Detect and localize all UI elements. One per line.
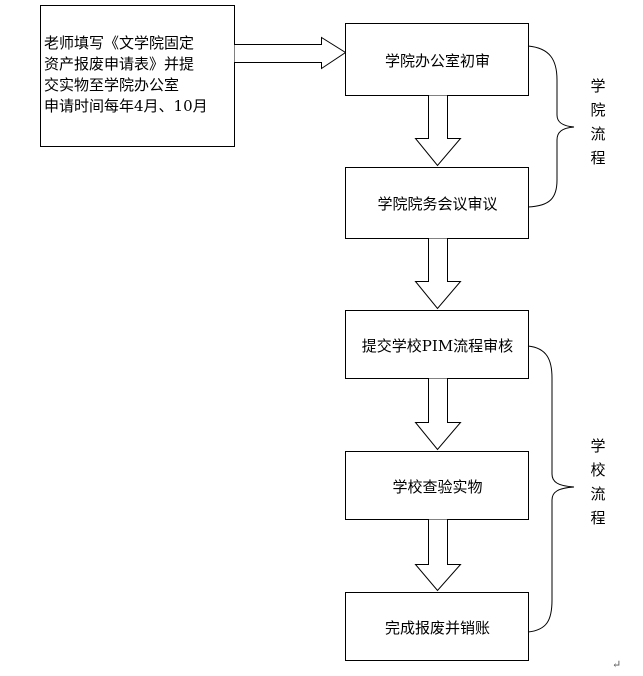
school-process-label: 学 校 流 程 <box>588 434 608 530</box>
start-line-1: 老师填写《文学院固定 <box>44 34 195 52</box>
start-line-3: 交实物至学院办公室 <box>44 76 180 94</box>
school-label-char-2: 校 <box>590 461 606 479</box>
down-arrow-3 <box>414 378 462 451</box>
college-label-char-1: 学 <box>590 77 606 95</box>
college-process-label: 学 院 流 程 <box>588 74 608 170</box>
school-label-char-4: 程 <box>590 509 606 527</box>
college-label-char-4: 程 <box>590 149 606 167</box>
start-line-4: 申请时间每年4月、10月 <box>44 97 208 115</box>
step-box-3 <box>345 310 529 379</box>
start-box-text: 老师填写《文学院固定 资产报废申请表》并提 交实物至学院办公室 申请时间每年4月… <box>44 33 234 117</box>
down-arrow-1 <box>414 95 462 167</box>
start-box <box>40 5 235 147</box>
paragraph-mark: ↵ <box>612 658 622 671</box>
step-box-1 <box>345 23 529 96</box>
college-process-brace <box>527 45 575 208</box>
step-box-5 <box>345 592 529 661</box>
start-to-first-step-arrow <box>234 36 347 70</box>
college-label-char-2: 院 <box>590 101 606 119</box>
start-line-2: 资产报废申请表》并提 <box>44 55 195 73</box>
down-arrow-4 <box>414 519 462 592</box>
down-arrow-2 <box>414 238 462 310</box>
college-label-char-3: 流 <box>590 125 606 143</box>
school-label-char-3: 流 <box>590 485 606 503</box>
step-box-2 <box>345 167 529 239</box>
step-box-4 <box>345 451 529 520</box>
school-label-char-1: 学 <box>590 437 606 455</box>
school-process-brace <box>527 345 575 633</box>
